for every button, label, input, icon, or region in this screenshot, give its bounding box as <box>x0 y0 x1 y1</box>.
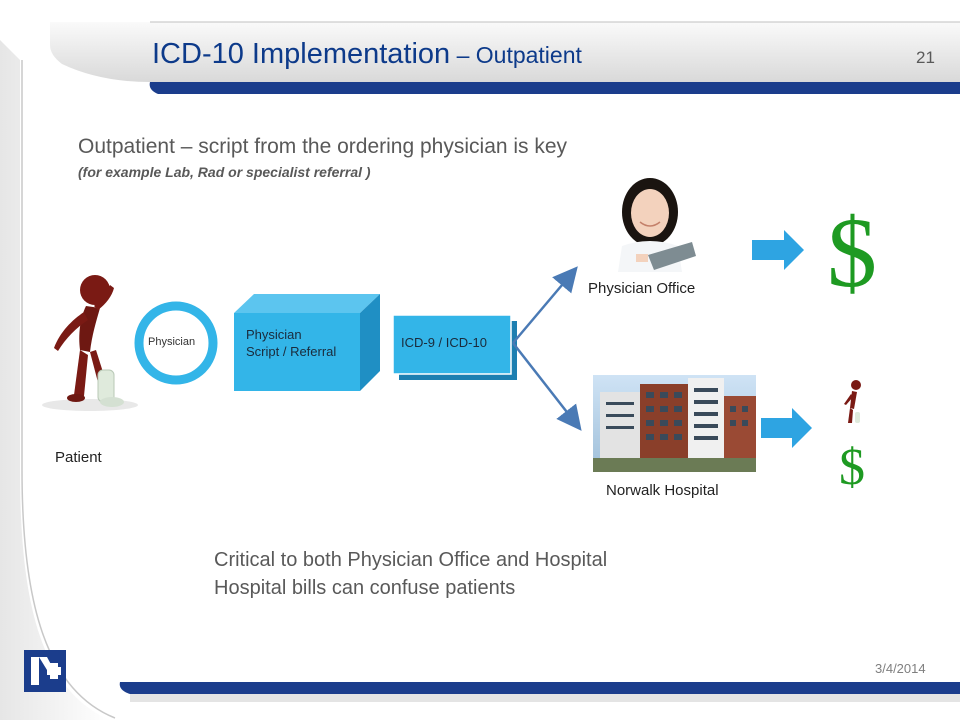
subtitle-text: Outpatient – script from the ordering ph… <box>78 135 568 158</box>
subtitle-example-text: (for example Lab, Rad or specialist refe… <box>78 164 371 180</box>
left-swoosh-line <box>21 60 116 719</box>
dollar-sign-small: $ <box>839 439 865 496</box>
dollar-sign-large: $ <box>827 197 877 308</box>
patient-label: Patient <box>55 449 102 466</box>
nurse-image <box>618 178 696 272</box>
connector-arrow-hospital <box>512 342 582 431</box>
block-arrow-office <box>752 230 804 270</box>
hospital-label: Norwalk Hospital <box>606 482 719 499</box>
critical-line-2: Hospital bills can confuse patients <box>214 577 516 599</box>
slide-title-main: ICD-10 Implementation <box>152 38 451 70</box>
hospital-image <box>593 375 756 472</box>
header-blue-band <box>149 82 960 94</box>
script-box-label: Physician Script / Referral <box>246 326 336 360</box>
icd-box <box>392 314 517 380</box>
script-box-line2: Script / Referral <box>246 344 337 359</box>
physician-circle <box>134 301 218 385</box>
footer-band <box>119 682 960 694</box>
slide-title-sub: Outpatient <box>475 42 582 68</box>
connector-arrow-office <box>512 266 578 344</box>
small-patient-icon <box>844 380 861 423</box>
left-swoosh-decoration <box>0 40 110 720</box>
script-referral-box <box>234 294 380 391</box>
header-band <box>50 22 960 82</box>
physician-circle-label: Physician <box>148 336 196 348</box>
block-arrow-hospital <box>761 408 812 448</box>
patient-figure-icon <box>42 275 138 411</box>
icd-box-label: ICD-9 / ICD-10 <box>401 335 487 350</box>
slide-title: ICD-10 Implementation – Outpatient <box>152 38 582 71</box>
critical-line-1: Critical to both Physician Office and Ho… <box>214 549 608 571</box>
slide-date: 3/4/2014 <box>875 661 926 676</box>
slide-title-separator: – <box>450 42 476 68</box>
script-box-line1: Physician <box>246 327 302 342</box>
slide-number: 21 <box>916 48 935 67</box>
physician-office-label: Physician Office <box>588 280 696 297</box>
footer-light-band <box>130 694 960 702</box>
norwalk-logo-icon <box>24 650 66 692</box>
